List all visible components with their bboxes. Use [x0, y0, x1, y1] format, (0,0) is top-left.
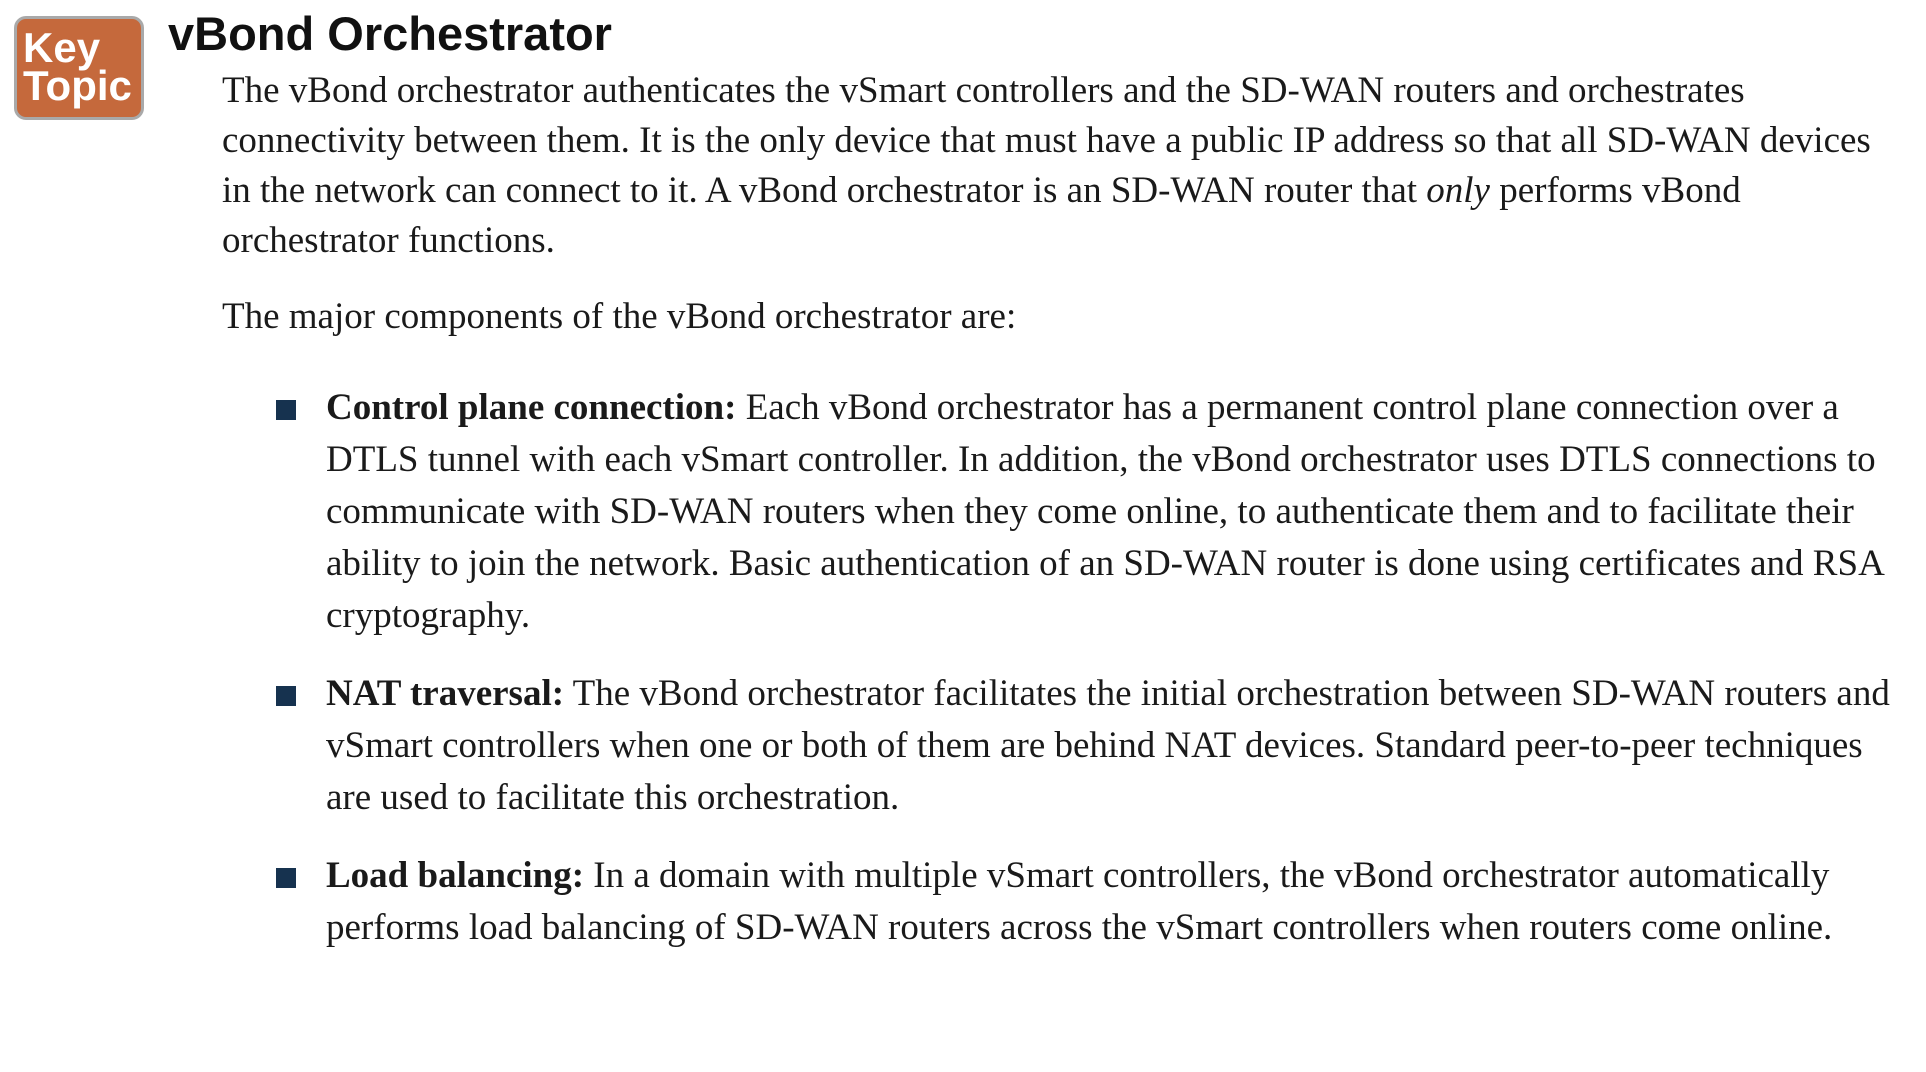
square-bullet-icon	[276, 686, 296, 706]
list-item: Control plane connection: Each vBond orc…	[276, 382, 1902, 642]
intro-paragraph: The vBond orchestrator authenticates the…	[222, 66, 1902, 266]
bullet-text: Each vBond orchestrator has a permanent …	[326, 387, 1883, 636]
section-body: The vBond orchestrator authenticates the…	[222, 66, 1902, 980]
components-lead: The major components of the vBond orches…	[222, 296, 1017, 337]
components-list: Control plane connection: Each vBond orc…	[222, 382, 1902, 954]
bullet-term: NAT traversal:	[326, 673, 565, 714]
square-bullet-icon	[276, 400, 296, 420]
intro-emphasis: only	[1426, 170, 1490, 211]
list-item: NAT traversal: The vBond orchestrator fa…	[276, 668, 1902, 824]
bullet-term: Control plane connection:	[326, 387, 737, 428]
bullet-text: In a domain with multiple vSmart control…	[326, 855, 1833, 948]
key-topic-line2: Topic	[23, 62, 132, 109]
intro-text-end: performs vBond orchestrator functions.	[222, 170, 1741, 261]
key-topic-badge: Key Topic	[14, 16, 144, 120]
list-item: Load balancing: In a domain with multipl…	[276, 850, 1902, 954]
bullet-term: Load balancing:	[326, 855, 585, 896]
intro-text-start: The vBond orchestrator authenticates the…	[222, 70, 1871, 211]
key-topic-line1: Key	[23, 24, 101, 71]
square-bullet-icon	[276, 868, 296, 888]
section-heading: vBond Orchestrator	[168, 7, 612, 60]
bullet-text: The vBond orchestrator facilitates the i…	[326, 673, 1890, 818]
